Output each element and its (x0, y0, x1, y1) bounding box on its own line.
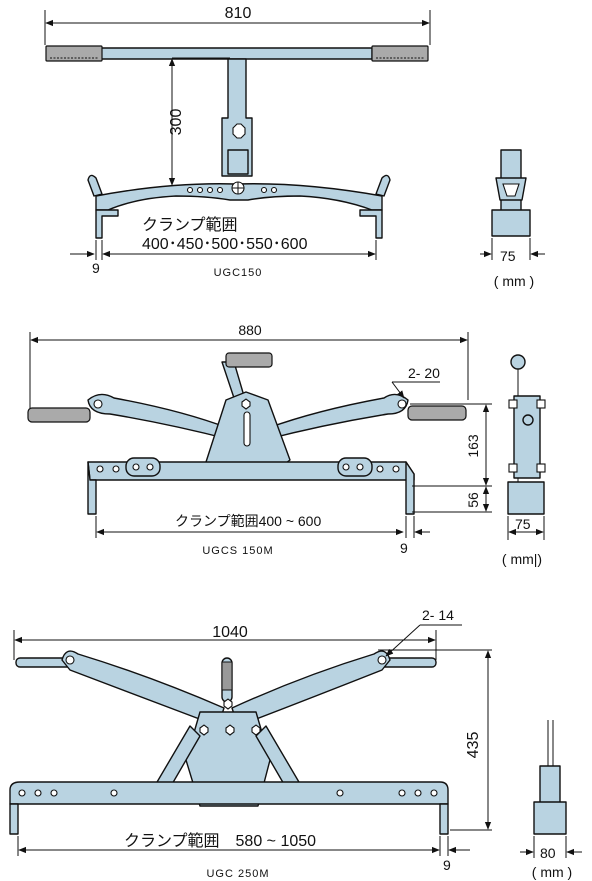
ugc250m-model-label: UGC 250M (206, 868, 269, 880)
ugc150-height-label: 300 (168, 109, 185, 136)
ugcs150m-height-lower: 56 (465, 492, 481, 508)
clamp-arms (95, 183, 383, 211)
ugcs150m-side-view (507, 354, 546, 540)
ugc150-front-view (44, 10, 431, 260)
left-hook (87, 174, 103, 197)
side-body (513, 395, 541, 479)
stem (221, 58, 253, 177)
ugc250m-height-label: 435 (465, 732, 482, 759)
ugc250m-side-width: 80 (540, 845, 556, 861)
ugc250m-range: クランプ範囲 580 ~ 1050 (124, 832, 316, 850)
ugcs150m-gap-label: 9 (400, 540, 408, 556)
ugcs150m-range: クランプ範囲400 ~ 600 (175, 513, 321, 529)
ugcs150m-holes-label: 2- 20 (408, 365, 440, 381)
left-grip-bar (27, 407, 91, 423)
ugcs150m-height-upper: 163 (465, 434, 481, 458)
ugc150-range-values: 400･450･500･550･600 (142, 236, 308, 253)
ugc150-unit: ( mm ) (494, 273, 534, 289)
side-plate (539, 765, 561, 807)
ugc250m-unit: ( mm ) (532, 864, 572, 880)
left-top-arm (61, 650, 225, 727)
stem-block (227, 149, 249, 175)
ugcs150m-model-label: UGCS 150M (202, 545, 273, 557)
side-block (491, 209, 531, 237)
ugc150-width-label: 810 (225, 5, 252, 22)
right-hook (375, 174, 391, 197)
ugc250m-holes-label: 2- 14 (422, 607, 454, 623)
right-grip-bar (407, 405, 467, 421)
ugcs150m-width-label: 880 (238, 322, 262, 338)
bottom-bar (9, 781, 449, 805)
side-knob (510, 354, 526, 370)
ugcs150m-unit: ( mm|) (502, 551, 542, 567)
t-bar (99, 47, 373, 60)
left-grip (45, 45, 103, 62)
ugc250m-gap-label: 9 (443, 857, 451, 873)
ugc150-model-label: UGC150 (214, 267, 263, 279)
ugc150-range-label: クランプ範囲 (142, 216, 238, 234)
right-arm (263, 393, 409, 441)
ugc250m-width-label: 1040 (212, 624, 248, 641)
ugc150-side-view (480, 149, 545, 260)
ugc150-side-width: 75 (500, 248, 516, 264)
left-arm (87, 393, 233, 441)
side-block (507, 481, 545, 515)
ugcs150m-side-width: 75 (515, 516, 531, 532)
ugc250m-front-view (9, 624, 492, 856)
right-top-arm (231, 650, 391, 727)
ugcs150m-front-view (27, 332, 492, 538)
top-handle-grip (225, 352, 273, 368)
ugc150-gap-label: 9 (92, 260, 100, 276)
ugc250m-side-view (520, 720, 582, 858)
right-grip (371, 45, 429, 62)
side-block (533, 801, 567, 835)
